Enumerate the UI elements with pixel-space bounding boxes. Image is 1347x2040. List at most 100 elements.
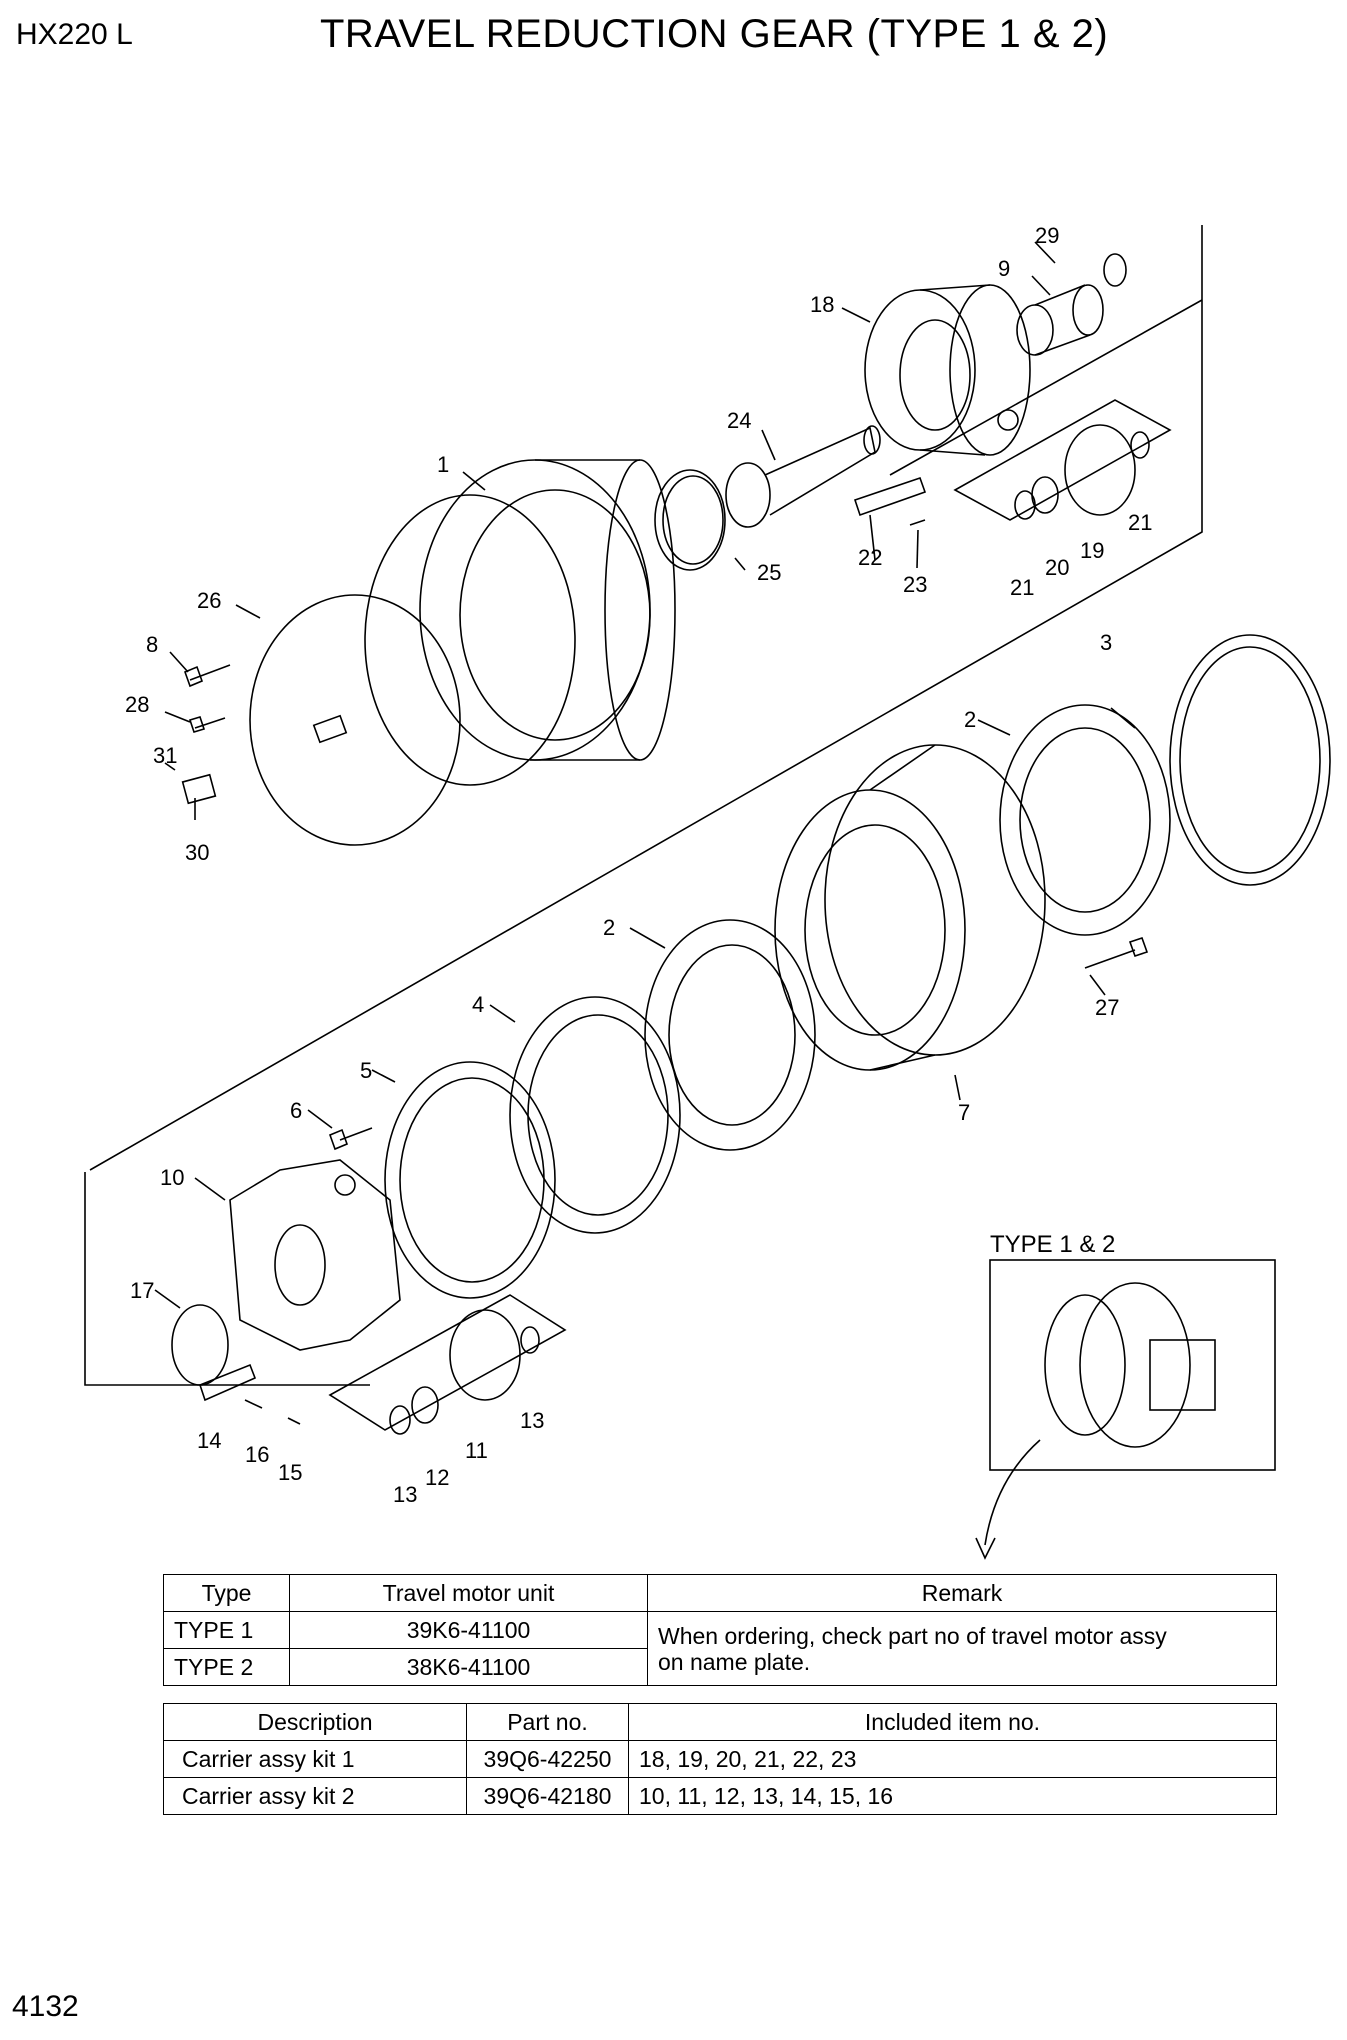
table-row: Carrier assy kit 1 39Q6-42250 18, 19, 20… xyxy=(163,1740,1277,1778)
bolt-27-part xyxy=(1084,936,1149,969)
callout-28: 28 xyxy=(125,692,149,717)
upper-planet-subbox xyxy=(953,399,1172,521)
part-no-header: Part no. xyxy=(466,1703,629,1741)
callout-13a: 13 xyxy=(520,1408,544,1433)
callout-18: 18 xyxy=(810,292,834,317)
callout-7: 7 xyxy=(958,1100,970,1125)
callout-31: 31 xyxy=(153,743,177,768)
callout-23: 23 xyxy=(903,572,927,597)
inset-assembly-image xyxy=(1044,1282,1216,1448)
pin-22-part xyxy=(853,476,927,517)
callout-4: 4 xyxy=(472,992,484,1017)
table-row: Carrier assy kit 2 39Q6-42180 10, 11, 12… xyxy=(163,1777,1277,1815)
snap-ring-29-part xyxy=(1103,253,1127,287)
callout-13b: 13 xyxy=(393,1482,417,1507)
inset-frame xyxy=(989,1259,1276,1471)
upper-assembly-outline xyxy=(89,225,1203,1171)
callout-6: 6 xyxy=(290,1098,302,1123)
lower-planet-subbox xyxy=(328,1294,567,1431)
remark-line-1: When ordering, check part no of travel m… xyxy=(658,1622,1167,1649)
callout-9: 9 xyxy=(998,256,1010,281)
callout-1: 1 xyxy=(437,452,449,477)
callout-16: 16 xyxy=(245,1442,269,1467)
callout-10: 10 xyxy=(160,1165,184,1190)
nameplate-part xyxy=(181,773,217,805)
washer-13b-part xyxy=(520,1326,540,1354)
page-number: 4132 xyxy=(12,1990,79,2023)
table-row: TYPE 2 38K6-41100 xyxy=(163,1648,1277,1686)
inset-label: TYPE 1 & 2 xyxy=(990,1231,1115,1258)
type-table: Type Travel motor unit Remark TYPE 1 39K… xyxy=(163,1574,1277,1686)
desc-cell: Carrier assy kit 1 xyxy=(163,1740,467,1778)
unit-header: Travel motor unit xyxy=(289,1574,648,1612)
callout-30: 30 xyxy=(185,840,209,865)
exploded-parts-diagram: 1 2 2 3 4 5 6 7 8 9 10 11 12 13 13 14 15… xyxy=(84,223,1331,1560)
unit-cell: 39K6-41100 xyxy=(289,1611,648,1649)
shaft-9-part xyxy=(1016,284,1104,356)
lower-assembly-outline xyxy=(84,1172,370,1386)
sun-gear-17-part xyxy=(171,1304,229,1386)
callout-26: 26 xyxy=(197,588,221,613)
callout-22: 22 xyxy=(858,545,882,570)
table-row: TYPE 1 39K6-41100 When ordering, check p… xyxy=(163,1611,1277,1686)
remark-header: Remark xyxy=(647,1574,1277,1612)
pin-16-part xyxy=(244,1399,263,1409)
inset-arrow xyxy=(984,1439,1041,1546)
unit-cell: 38K6-41100 xyxy=(289,1648,648,1686)
sun-gear-shaft-part xyxy=(725,425,881,528)
floating-seal-3-part xyxy=(1169,634,1331,886)
bearing-2a-part xyxy=(999,704,1171,936)
desc-cell: Carrier assy kit 2 xyxy=(163,1777,467,1815)
callout-2b: 2 xyxy=(603,915,615,940)
callout-21a: 21 xyxy=(1010,575,1034,600)
description-header: Description xyxy=(163,1703,467,1741)
pin-23-part xyxy=(909,519,926,526)
callout-5: 5 xyxy=(360,1058,372,1083)
type-cell: TYPE 2 xyxy=(163,1648,290,1686)
remark-line-2: on name plate. xyxy=(658,1648,811,1675)
carrier-upper-part xyxy=(864,284,1031,456)
callout-11: 11 xyxy=(465,1438,488,1463)
callout-3: 3 xyxy=(1100,630,1112,655)
part-cell: 39Q6-42250 xyxy=(466,1740,629,1778)
ring-gear-part xyxy=(364,459,676,786)
callout-21b: 21 xyxy=(1128,510,1152,535)
page-title: TRAVEL REDUCTION GEAR (TYPE 1 & 2) xyxy=(320,12,1109,56)
inset-arrowhead xyxy=(975,1537,996,1560)
housing-7-part xyxy=(774,744,1046,1071)
pin-14-part xyxy=(199,1363,257,1402)
bolt-6-part xyxy=(328,1127,373,1151)
items-header: Included item no. xyxy=(628,1703,1277,1741)
pin-15-part xyxy=(287,1417,301,1425)
type-header: Type xyxy=(163,1574,290,1612)
leader-lines xyxy=(154,241,1136,1309)
washer-21a-part xyxy=(1014,490,1036,520)
washer-13a-part xyxy=(389,1405,411,1435)
items-cell: 10, 11, 12, 13, 14, 15, 16 xyxy=(628,1777,1277,1815)
callout-19: 19 xyxy=(1080,538,1104,563)
callout-25: 25 xyxy=(757,560,781,585)
o-ring-part xyxy=(654,469,726,571)
callout-12: 12 xyxy=(425,1465,449,1490)
callout-17: 17 xyxy=(130,1278,154,1303)
washer-21b-part xyxy=(1130,431,1150,459)
needle-bearing-12-part xyxy=(411,1386,439,1424)
items-cell: 18, 19, 20, 21, 22, 23 xyxy=(628,1740,1277,1778)
part-cell: 39Q6-42180 xyxy=(466,1777,629,1815)
callout-14: 14 xyxy=(197,1428,221,1453)
callout-numbers: 1 2 2 3 4 5 6 7 8 9 10 11 12 13 13 14 15… xyxy=(125,223,1152,1507)
callout-8: 8 xyxy=(146,632,158,657)
plug-part xyxy=(188,716,226,733)
type-cell: TYPE 1 xyxy=(163,1611,290,1649)
carrier-lower-part xyxy=(229,1159,401,1351)
callout-20: 20 xyxy=(1045,555,1069,580)
planet-gear-19-part xyxy=(1064,424,1136,516)
bolt-part xyxy=(183,664,231,688)
callout-27: 27 xyxy=(1095,995,1119,1020)
remark-cell: When ordering, check part no of travel m… xyxy=(647,1611,1277,1686)
callout-15: 15 xyxy=(278,1460,302,1485)
cover-plate-part xyxy=(249,594,461,846)
callout-24: 24 xyxy=(727,408,751,433)
bearing-2b-part xyxy=(644,919,816,1151)
kit-table: Description Part no. Included item no. C… xyxy=(163,1703,1277,1815)
